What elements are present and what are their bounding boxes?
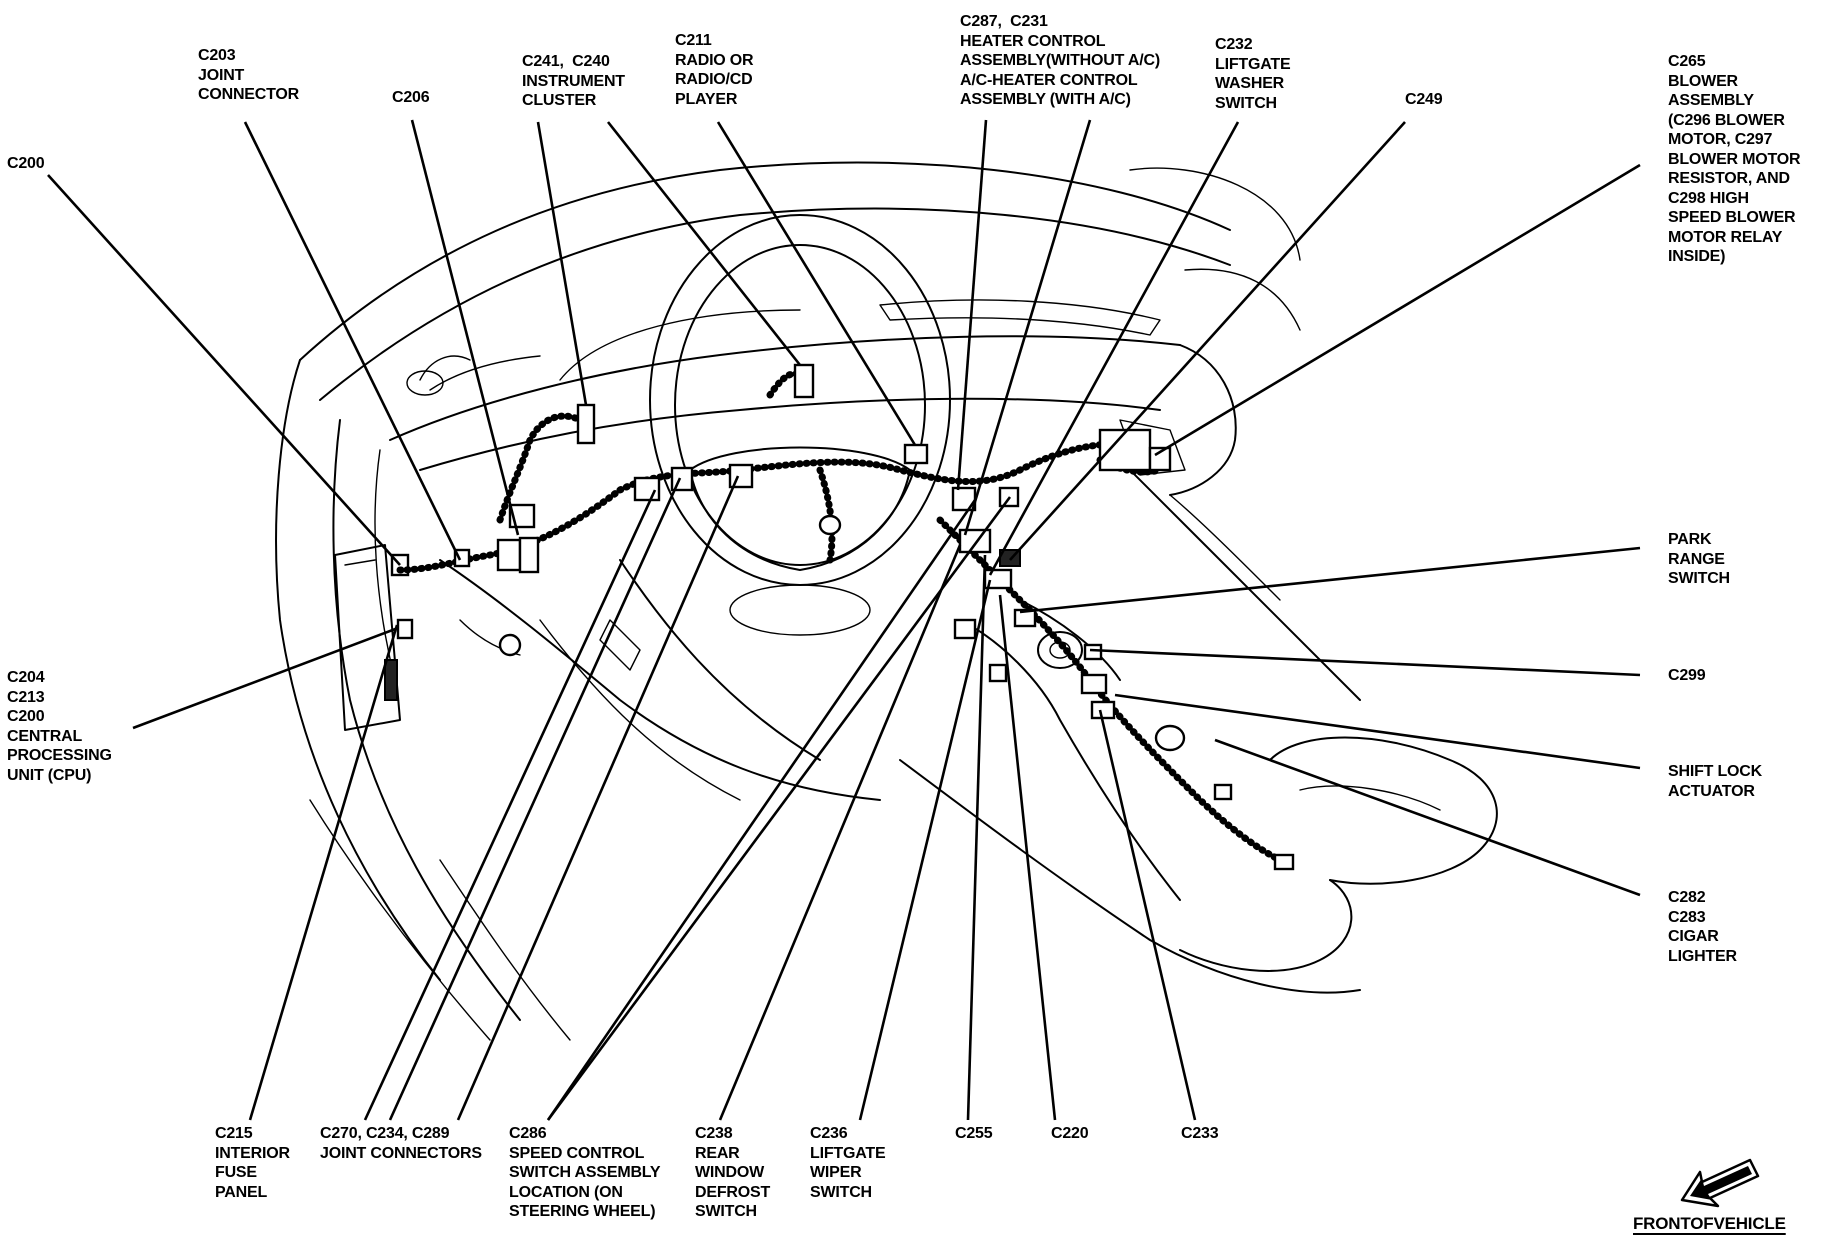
label-c232-liftgate-washer-switch: C232 LIFTGATE WASHER SWITCH (1215, 36, 1291, 112)
label-c286-speed-control: C286 SPEED CONTROL SWITCH ASSEMBLY LOCAT… (509, 1125, 661, 1220)
central-processing-unit-box (334, 544, 414, 731)
label-c215-interior-fuse-panel: C215 INTERIOR FUSE PANEL (215, 1125, 290, 1201)
label-shift-lock-actuator: SHIFT LOCK ACTUATOR (1668, 763, 1762, 800)
label-c233: C233 (1181, 1125, 1219, 1142)
label-c287-c231-heater-control: C287, C231 HEATER CONTROL ASSEMBLY(WITHO… (960, 13, 1160, 108)
front-of-vehicle-label: FRONTOFVEHICLE (1633, 1214, 1786, 1233)
label-c255: C255 (955, 1125, 993, 1142)
label-park-range-switch: PARK RANGE SWITCH (1668, 531, 1730, 587)
front-arrow-icon (1680, 1158, 1760, 1208)
label-c249: C249 (1405, 91, 1443, 108)
callout-lines (47, 119, 1641, 1121)
label-c211-radio: C211 RADIO OR RADIO/CD PLAYER (675, 32, 754, 108)
label-c241-c240-instrument-cluster: C241, C240 INSTRUMENT CLUSTER (522, 53, 625, 109)
label-c299: C299 (1668, 667, 1706, 684)
label-c270-c234-c289-joint-connectors: C270, C234, C289 JOINT CONNECTORS (320, 1125, 482, 1162)
label-c265-blower-assembly: C265 BLOWER ASSEMBLY (C296 BLOWER MOTOR,… (1668, 53, 1801, 265)
label-c200-top: C200 (7, 155, 45, 172)
label-c282-c283-cigar-lighter: C282 C283 CIGAR LIGHTER (1668, 889, 1737, 965)
label-c236-liftgate-wiper: C236 LIFTGATE WIPER SWITCH (810, 1125, 886, 1201)
label-c204-cpu: C204 C213 C200 CENTRAL PROCESSING UNIT (… (7, 669, 112, 784)
vehicle-interior-drawing (275, 161, 1498, 1041)
connector-blocks (453, 363, 1295, 871)
label-c220: C220 (1051, 1125, 1089, 1142)
label-c238-rear-window-defrost: C238 REAR WINDOW DEFROST SWITCH (695, 1125, 771, 1220)
label-c203-joint-connector: C203 JOINT CONNECTOR (198, 47, 300, 103)
label-c206: C206 (392, 89, 430, 106)
